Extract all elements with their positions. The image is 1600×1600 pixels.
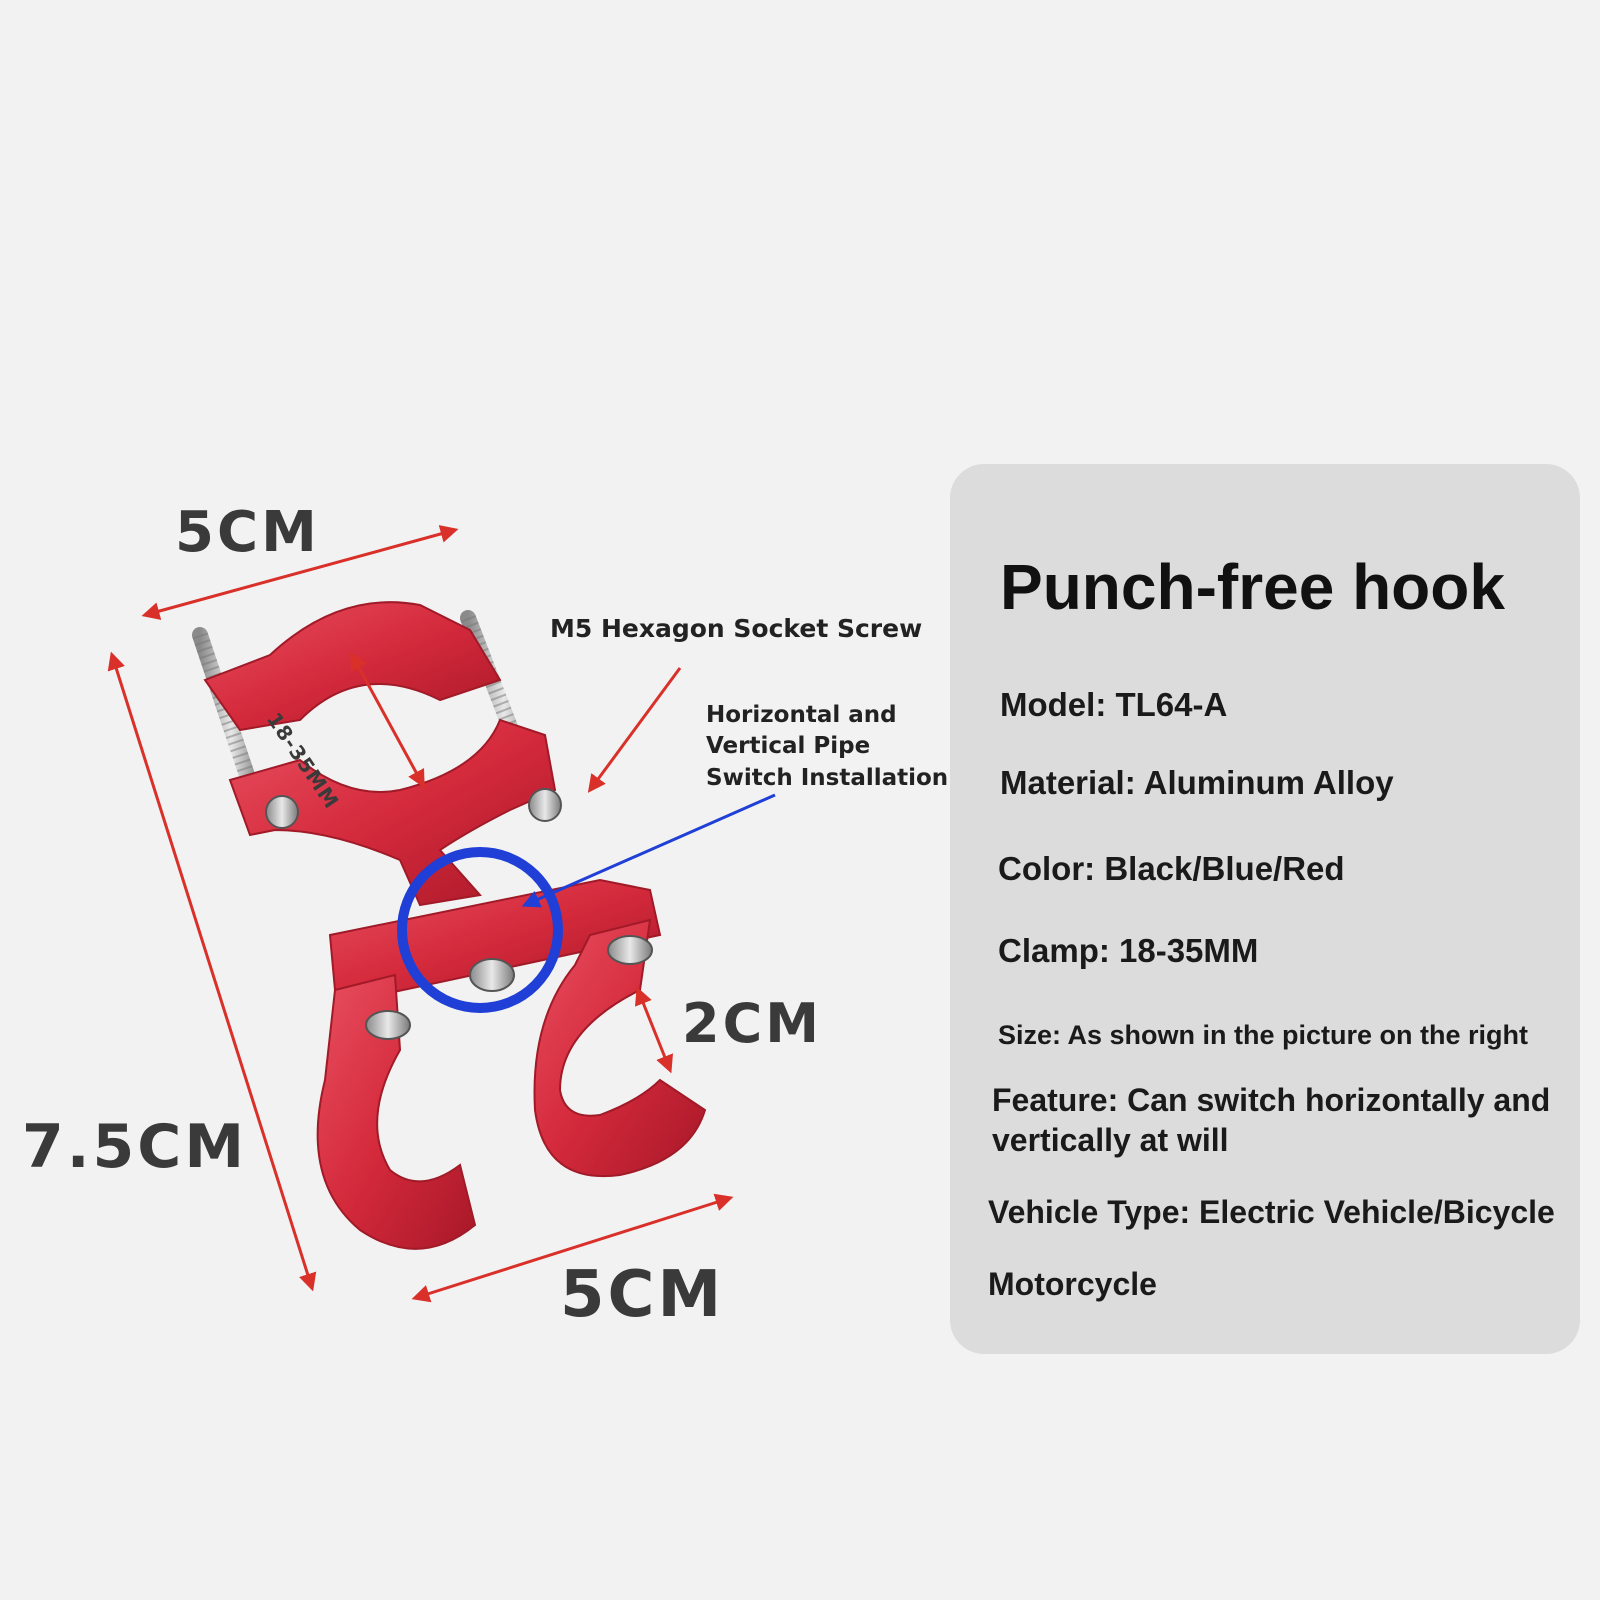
spec-clamp: Clamp: 18-35MM: [998, 932, 1259, 969]
bolt-head-crossbar-left: [365, 1010, 411, 1040]
callout-switch-line-3: Switch Installation: [706, 765, 949, 791]
dimension-arrow-clamp: [350, 651, 425, 789]
spec-size: Size: As shown in the picture on the rig…: [998, 1020, 1529, 1050]
dimension-label-bottom-width: 5CM: [560, 1258, 725, 1332]
spec-card: Punch-free hook Model: TL64-A Material: …: [950, 464, 1580, 1354]
dimension-arrow-hook-gap: [634, 986, 674, 1074]
spec-vehicle-type: Vehicle Type: Electric Vehicle/Bicycle: [988, 1194, 1555, 1230]
dimension-arrow-bottom: [411, 1193, 734, 1303]
dimension-arrow-top: [141, 525, 459, 620]
spec-feature-line-2: vertically at will: [992, 1122, 1229, 1158]
spec-title: Punch-free hook: [1000, 551, 1505, 623]
dimension-label-hook-gap: 2CM: [682, 992, 822, 1055]
switch-highlight-circle: [397, 847, 563, 1013]
bolt-head-center: [469, 958, 515, 992]
callout-screw: M5 Hexagon Socket Screw: [550, 614, 923, 643]
spec-color: Color: Black/Blue/Red: [998, 850, 1345, 887]
dimension-label-top-width: 5CM: [175, 500, 320, 565]
callout-switch-line-2: Vertical Pipe: [706, 733, 871, 759]
dimension-arrow-height: [107, 651, 317, 1292]
screw-callout-arrow: [587, 667, 682, 793]
bolt-head-left: [265, 795, 299, 829]
spec-feature-line-1: Feature: Can switch horizontally and: [992, 1082, 1551, 1118]
callout-switch-line-1: Horizontal and: [706, 702, 897, 728]
dimension-label-height: 7.5CM: [22, 1112, 248, 1182]
spec-model: Model: TL64-A: [1000, 686, 1228, 723]
bolt-head-crossbar-right: [607, 935, 653, 965]
spec-material: Material: Aluminum Alloy: [1000, 764, 1394, 801]
clamp-upper-band: [203, 601, 502, 732]
spec-vehicle-type-motorcycle: Motorcycle: [988, 1266, 1157, 1302]
bolt-head-right: [528, 788, 562, 822]
hook-right: [533, 918, 707, 1178]
switch-callout-arrow: [521, 793, 776, 908]
